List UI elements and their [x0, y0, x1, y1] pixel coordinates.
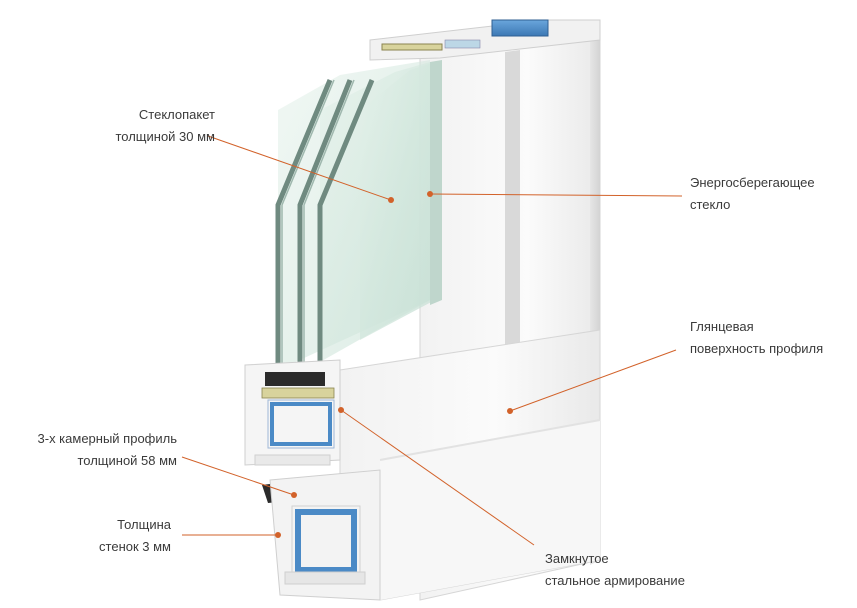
callout-line: Стеклопакет: [138, 107, 215, 122]
top-section: [369, 19, 601, 61]
frame-profile: [269, 469, 381, 601]
callout-steel-reinforcement: Замкнутое стальное армирование: [545, 548, 685, 592]
callout-line: Толщина: [117, 517, 171, 532]
callout-energy-glass: Энергосберегающее стекло: [690, 172, 815, 216]
glass-unit: [275, 60, 442, 370]
dot-double-glazing: [388, 197, 394, 203]
leader-three-chamber: [181, 456, 295, 496]
window-frame: [339, 19, 601, 601]
leader-lines: [181, 135, 683, 546]
leader-energy-glass: [429, 193, 683, 197]
callout-line: Энергосберегающее: [690, 175, 815, 190]
callout-line: Замкнутое: [545, 551, 609, 566]
callout-line: стальное армирование: [545, 573, 685, 588]
leader-glossy-surface: [509, 349, 677, 412]
leader-steel-reinforcement: [340, 409, 535, 546]
callout-line: стекло: [690, 197, 731, 212]
callout-line: Глянцевая: [690, 319, 754, 334]
callout-three-chamber: 3-х камерный профиль толщиной 58 мм: [38, 428, 177, 472]
dot-glossy-surface: [507, 408, 513, 414]
callout-wall-thickness: Толщина стенок 3 мм: [99, 514, 171, 558]
dot-three-chamber: [291, 492, 297, 498]
sash-profile: [244, 359, 341, 503]
callout-line: 3-х камерный профиль: [37, 431, 177, 446]
callout-glossy-surface: Глянцевая поверхность профиля: [690, 316, 823, 360]
leader-double-glazing: [207, 135, 392, 201]
callout-line: толщиной 58 мм: [77, 453, 177, 468]
callout-double-glazing: Стеклопакет толщиной 30 мм: [115, 104, 215, 148]
callout-line: поверхность профиля: [690, 341, 824, 356]
dot-steel-reinforcement: [338, 407, 344, 413]
callout-line: стенок 3 мм: [99, 539, 171, 554]
callout-line: толщиной 30 мм: [115, 129, 215, 144]
dot-wall-thickness: [275, 532, 281, 538]
dot-energy-glass: [427, 191, 433, 197]
leader-dots: [275, 191, 513, 538]
